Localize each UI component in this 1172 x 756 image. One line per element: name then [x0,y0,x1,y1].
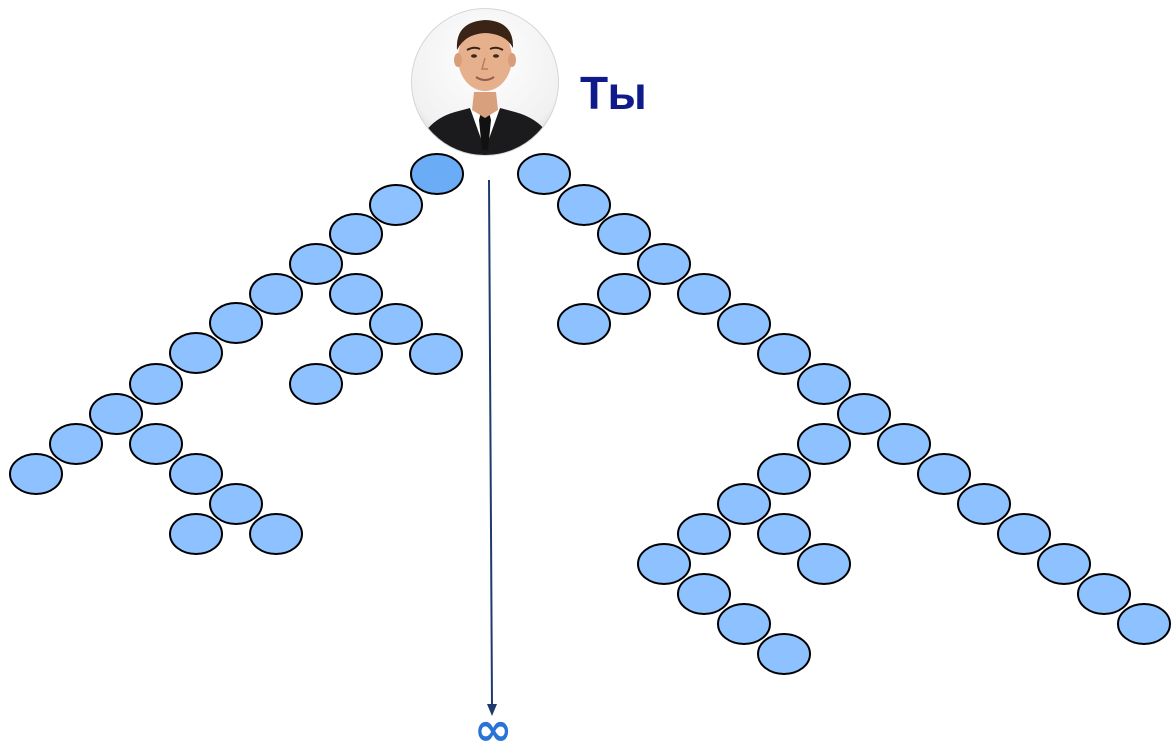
tree-node [597,213,651,255]
tree-node [677,273,731,315]
tree-node [49,423,103,465]
tree-node [717,483,771,525]
tree-node [637,543,691,585]
tree-node [289,363,343,405]
tree-node [1077,573,1131,615]
tree-node [369,303,423,345]
you-label: Ты [580,67,647,119]
tree-node [757,633,811,675]
tree-node [249,273,303,315]
tree-node [209,302,263,344]
tree-node [797,423,851,465]
tree-node [677,573,731,615]
avatar [411,8,559,156]
infinity-symbol: ∞ [474,702,513,756]
tree-node [169,332,223,374]
tree-node [169,453,223,495]
tree-node [169,513,223,555]
tree-node [877,423,931,465]
tree-node [677,513,731,555]
tree-node [957,483,1011,525]
tree-node [329,333,383,375]
tree-node [557,303,611,345]
tree-node [917,453,971,495]
tree-node [129,423,183,465]
tree-node [797,543,851,585]
tree-node [637,243,691,285]
tree-node [517,153,571,195]
tree-node [410,153,464,195]
tree-nodes [9,153,1171,675]
tree-node [129,363,183,405]
tree-node [717,303,771,345]
tree-node [557,184,611,226]
tree-node [289,243,343,285]
tree-node [89,393,143,435]
tree-node [209,483,263,525]
tree-node [329,273,383,315]
tree-node [249,513,303,555]
depth-arrow [487,179,497,716]
tree-node [757,513,811,555]
tree-node [717,603,771,645]
tree-node [837,393,891,435]
tree-node [757,333,811,375]
tree-node [797,363,851,405]
tree-node [997,513,1051,555]
tree-node [1037,543,1091,585]
tree-node [597,273,651,315]
tree-node [409,333,463,375]
tree-node [9,453,63,495]
tree-node [369,184,423,226]
tree-node [757,453,811,495]
tree-node [1117,603,1171,645]
tree-node [329,213,383,255]
